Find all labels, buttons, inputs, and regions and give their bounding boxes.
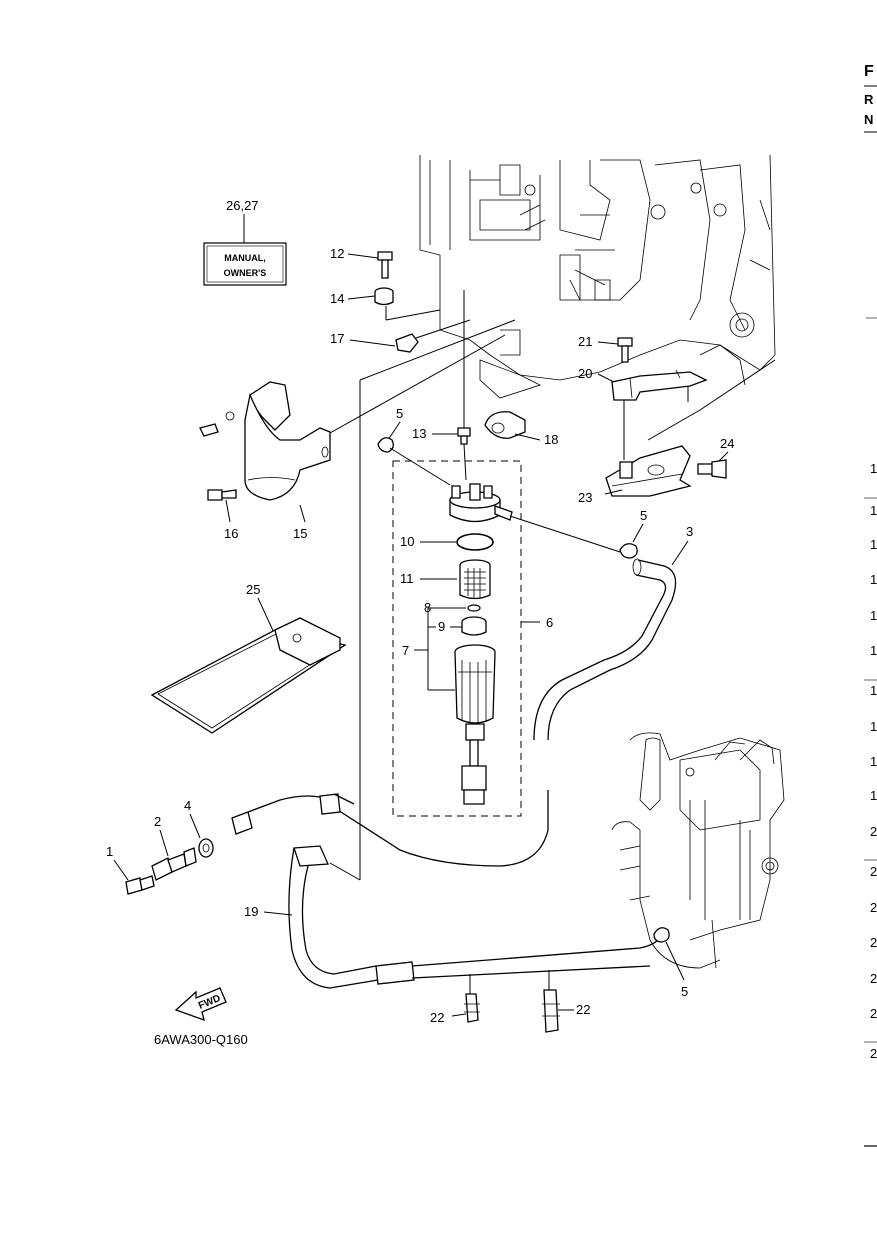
callout-14: 14	[330, 291, 344, 306]
part-6-filter-assembly: 6	[392, 460, 553, 817]
callout-8: 8	[424, 600, 431, 615]
edge-row-9: 1	[870, 754, 877, 769]
part-24-bolt: 24	[697, 436, 734, 479]
callout-25: 25	[246, 582, 260, 597]
edge-row-5: 1	[870, 608, 877, 623]
part-20-bracket: 20	[578, 366, 708, 460]
callout-18: 18	[544, 432, 558, 447]
callout-20: 20	[578, 366, 592, 381]
fwd-arrow: FWD	[174, 987, 227, 1022]
engine-block-outline	[419, 154, 776, 399]
callout-9: 9	[438, 619, 445, 634]
edge-header-1: F	[864, 63, 874, 80]
part-8-ring: 8	[424, 600, 481, 615]
part-2-joint: 2	[151, 814, 197, 881]
part-14-grommet: 14	[330, 287, 441, 321]
edge-row-6: 1	[870, 643, 877, 658]
callout-16: 16	[224, 526, 238, 541]
part-5-clamp-upper: 5	[377, 406, 403, 453]
edge-row-7: 1	[870, 683, 877, 698]
callout-5-lower: 5	[681, 984, 688, 999]
part-10-o-ring: 10	[400, 533, 494, 551]
part-12-bolt: 12	[330, 246, 393, 279]
diagram-code: 6AWA300-Q160	[154, 1032, 248, 1047]
callout-12: 12	[330, 246, 344, 261]
edge-row-17: 2	[870, 1046, 877, 1061]
part-5-clamp-middle: 5	[509, 508, 647, 559]
callout-24: 24	[720, 436, 734, 451]
callout-3: 3	[686, 524, 693, 539]
part-19-hose: 19	[231, 319, 663, 989]
callout-11: 11	[400, 571, 414, 586]
callout-1: 1	[106, 844, 113, 859]
part-15-bracket: 15	[199, 334, 506, 541]
part-23-bracket: 23	[578, 359, 776, 505]
edge-row-15: 2	[870, 971, 877, 986]
filter-head	[389, 447, 513, 523]
callout-5-middle: 5	[640, 508, 647, 523]
edge-row-8: 1	[870, 719, 877, 734]
part-25-bag: 25	[150, 582, 347, 734]
callout-17: 17	[330, 331, 344, 346]
edge-row-16: 2	[870, 1006, 877, 1021]
callout-23: 23	[578, 490, 592, 505]
manual-label-line1: MANUAL,	[224, 253, 266, 263]
right-edge-table: F R N 1 1 1 1 1 1 1 1 1 1 2 2 2 2 2 2 2	[864, 63, 877, 1147]
part-1-fitting: 1	[106, 844, 155, 895]
callout-4: 4	[184, 798, 191, 813]
callout-22-left: 22	[430, 1010, 444, 1025]
edge-header-3: N	[864, 112, 873, 127]
callout-19: 19	[244, 904, 258, 919]
part-22-clip-left: 22	[430, 974, 480, 1025]
edge-row-11: 2	[870, 824, 877, 839]
part-7-cup: 7	[402, 607, 496, 805]
part-21-bolt: 21	[578, 334, 633, 363]
edge-header-2: R	[864, 92, 874, 107]
callout-21: 21	[578, 334, 592, 349]
edge-row-2: 1	[870, 503, 877, 518]
callout-15: 15	[293, 526, 307, 541]
callout-2: 2	[154, 814, 161, 829]
part-16-bolt: 16	[207, 489, 238, 541]
edge-row-3: 1	[870, 537, 877, 552]
part-4-clamp: 4	[184, 798, 214, 858]
callout-7: 7	[402, 643, 409, 658]
vapor-separator-outline	[611, 732, 785, 969]
callout-10: 10	[400, 534, 414, 549]
callout-13: 13	[412, 426, 426, 441]
edge-row-14: 2	[870, 935, 877, 950]
edge-row-1: 1	[870, 461, 877, 476]
manual-label-line2: OWNER'S	[224, 268, 267, 278]
part-13-screw: 13	[412, 290, 471, 481]
part-11-element: 11	[400, 559, 491, 600]
part-3-hose: 3	[329, 524, 693, 867]
part-22-clip-right: 22	[542, 970, 590, 1033]
edge-row-12: 2	[870, 864, 877, 879]
edge-row-13: 2	[870, 900, 877, 915]
callout-5-upper: 5	[396, 406, 403, 421]
owners-manual-label: 26,27 MANUAL, OWNER'S	[203, 198, 287, 286]
part-9-float: 9	[438, 616, 487, 636]
callout-6: 6	[546, 615, 553, 630]
callout-22-right: 22	[576, 1002, 590, 1017]
part-18-clip: 18	[484, 411, 558, 447]
part-5-clamp-lower: 5	[653, 927, 688, 999]
edge-row-4: 1	[870, 572, 877, 587]
edge-row-10: 1	[870, 788, 877, 803]
callout-26-27: 26,27	[226, 198, 259, 213]
part-17-clamp: 17	[330, 319, 471, 353]
